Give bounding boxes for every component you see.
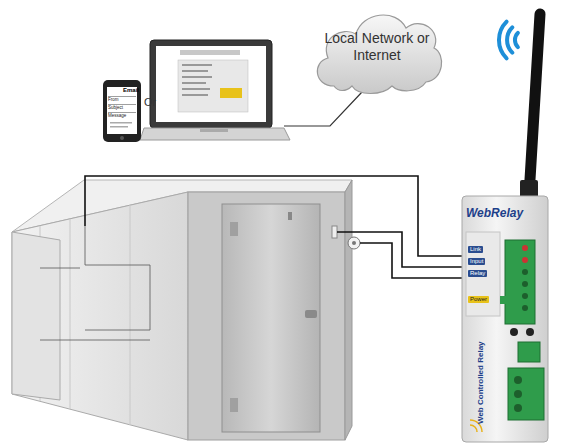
sensor-wires bbox=[85, 176, 508, 278]
laptop-notch bbox=[200, 129, 228, 132]
screen-line bbox=[182, 88, 210, 90]
status-tag bbox=[500, 296, 514, 304]
cooler-left-wall bbox=[12, 192, 188, 440]
network-label: Local Network or Internet bbox=[312, 30, 442, 64]
screen-line bbox=[182, 82, 206, 84]
antenna-base bbox=[520, 180, 538, 198]
relay-terminal-block bbox=[508, 368, 544, 420]
terminal-screw bbox=[514, 376, 522, 384]
laptop-bezel bbox=[150, 40, 272, 128]
cooler-end-face bbox=[12, 232, 60, 400]
relay-device: WebRelayLinkInputRelayPowerWeb Controlle… bbox=[462, 196, 548, 442]
email-heading: Email bbox=[117, 87, 139, 94]
led-label: Relay bbox=[468, 270, 487, 277]
network-cloud: Local Network or Internet bbox=[308, 6, 446, 96]
door-handle bbox=[305, 310, 317, 318]
antenna-rod bbox=[529, 14, 540, 196]
sensor-wire bbox=[85, 226, 150, 330]
door-switch bbox=[332, 226, 337, 238]
power-connector bbox=[518, 342, 540, 362]
temperature-sensor bbox=[348, 237, 360, 249]
walk-in-cooler bbox=[12, 180, 360, 440]
phone-body bbox=[103, 80, 141, 142]
panel-seam bbox=[130, 205, 131, 425]
screen-button bbox=[220, 88, 242, 98]
antenna bbox=[520, 14, 540, 198]
temperature-sensor-dot bbox=[352, 241, 356, 245]
brand-logo: WebRelay bbox=[466, 206, 544, 220]
screen-table bbox=[178, 60, 248, 112]
sensor-wire bbox=[40, 268, 80, 269]
power-label: Power bbox=[468, 296, 489, 303]
smartphone bbox=[103, 80, 141, 142]
terminal-screw bbox=[522, 305, 528, 311]
screen-line bbox=[182, 76, 212, 78]
led-label: Input bbox=[468, 258, 485, 265]
terminal-screw bbox=[522, 269, 528, 275]
reset-button bbox=[526, 328, 534, 336]
wireless-arc bbox=[515, 33, 518, 47]
cooler-door bbox=[222, 204, 320, 432]
laptop-base bbox=[140, 128, 290, 140]
screen-line bbox=[180, 50, 240, 55]
cooler-front bbox=[188, 192, 345, 440]
led-label: Link bbox=[468, 246, 483, 253]
email-field: Subject bbox=[108, 105, 138, 110]
wire bbox=[85, 176, 508, 256]
laptop-screen bbox=[156, 46, 266, 122]
door-sensor bbox=[288, 212, 292, 220]
door-hinge bbox=[230, 398, 238, 412]
wifi-arc bbox=[470, 425, 477, 432]
network-line bbox=[284, 92, 362, 126]
terminal-screw bbox=[522, 245, 528, 251]
cooler-right-edge bbox=[345, 180, 352, 440]
screen-line bbox=[182, 70, 208, 72]
terminal-screw bbox=[522, 281, 528, 287]
or-label: Or bbox=[144, 96, 156, 108]
device-body bbox=[462, 196, 548, 442]
terminal-screw bbox=[522, 257, 528, 263]
screen-line bbox=[182, 64, 212, 66]
terminal-screw bbox=[514, 404, 522, 412]
door-hinge bbox=[230, 222, 238, 236]
wireless-arc bbox=[499, 22, 507, 59]
terminal-screw bbox=[514, 390, 522, 398]
device-panel bbox=[466, 232, 500, 316]
reset-button bbox=[510, 328, 518, 336]
screen-line bbox=[182, 94, 208, 96]
panel-seam bbox=[70, 219, 71, 409]
email-field: From bbox=[108, 97, 138, 102]
device-name: Web Controlled Relay bbox=[476, 341, 486, 424]
phone-screen bbox=[107, 87, 137, 134]
screen-line bbox=[110, 126, 128, 128]
phone-button bbox=[120, 136, 124, 140]
wireless-symbol bbox=[499, 22, 518, 59]
terminal-block bbox=[505, 240, 535, 324]
webrelay-device bbox=[462, 196, 548, 442]
wireless-arc bbox=[507, 27, 512, 52]
phone-screen: EmailFromSubjectMessage bbox=[103, 80, 141, 142]
screen-line bbox=[110, 122, 132, 124]
sensor-wire bbox=[40, 340, 150, 341]
email-field: Message bbox=[108, 113, 138, 118]
terminal-screw bbox=[522, 293, 528, 299]
laptop bbox=[140, 40, 290, 140]
